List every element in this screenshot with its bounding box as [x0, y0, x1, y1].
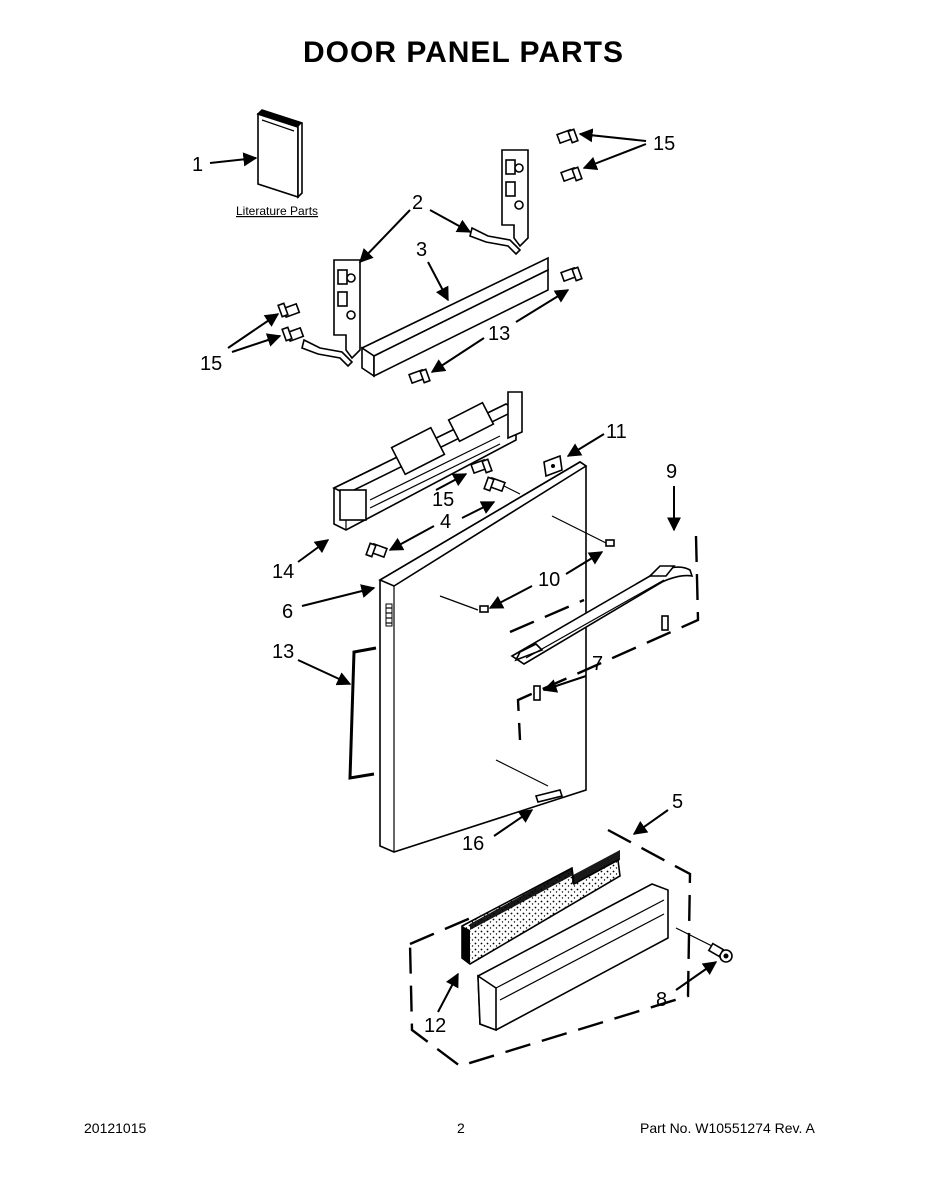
handle-assembly — [509, 535, 700, 741]
callout-11: 11 — [606, 421, 627, 443]
callout-14: 14 — [272, 561, 294, 583]
callout-15-top: 15 — [653, 133, 675, 155]
small-clip — [543, 454, 563, 478]
door-gasket-strip — [348, 646, 377, 780]
callout-12: 12 — [424, 1015, 446, 1037]
footer-date: 20121015 — [84, 1120, 147, 1136]
literature-booklet — [256, 109, 303, 199]
channel-bar — [360, 256, 549, 378]
screw-4-lower — [365, 542, 388, 559]
callout-6: 6 — [282, 601, 293, 623]
callout-5: 5 — [672, 791, 683, 813]
handle-screw-7-lower — [533, 685, 541, 701]
screw-13-right — [560, 266, 583, 283]
screw-13-left — [408, 368, 431, 385]
screw-15-top-2 — [560, 166, 583, 183]
foam-insulation — [461, 850, 621, 965]
screw-15-module — [470, 458, 493, 475]
callout-1: 1 — [192, 154, 203, 176]
footer-page-number: 2 — [457, 1120, 465, 1136]
footer-part-number: Part No. W10551274 Rev. A — [640, 1120, 815, 1136]
hinge-bracket-left — [301, 259, 361, 368]
callout-8: 8 — [656, 989, 667, 1011]
screw-15-left-1 — [277, 302, 301, 319]
callout-9: 9 — [666, 461, 677, 483]
callout-4: 4 — [440, 511, 451, 533]
hinge-bracket-right — [469, 149, 529, 256]
callout-15-module: 15 — [432, 489, 454, 511]
screw-15-left-2 — [281, 326, 305, 343]
callout-3: 3 — [416, 239, 427, 261]
callout-16: 16 — [462, 833, 484, 855]
vent-slots — [385, 603, 393, 627]
leader-lines — [209, 128, 718, 1013]
callout-7: 7 — [592, 653, 603, 675]
callout-15-left: 15 — [200, 353, 222, 375]
callout-13-lower: 13 — [272, 641, 294, 663]
stud-10-upper — [605, 539, 615, 547]
callout-10: 10 — [538, 569, 560, 591]
screw-15-top-1 — [556, 128, 579, 145]
lower-panel-assembly — [408, 828, 692, 1068]
callout-numbers: 1 2 3 15 15 13 11 9 15 4 14 6 10 13 7 5 … — [192, 133, 683, 1037]
callout-2: 2 — [412, 192, 423, 214]
handle-screw-7-upper — [661, 615, 669, 631]
control-module — [332, 391, 523, 531]
page-title: DOOR PANEL PARTS — [302, 36, 625, 69]
callout-13-upper: 13 — [488, 323, 510, 345]
door-panel — [378, 461, 609, 853]
lower-panel-screw — [675, 927, 733, 963]
stud-10-lower — [479, 605, 489, 613]
door-strip — [534, 789, 564, 803]
literature-parts-label: Literature Parts — [236, 204, 318, 218]
screw-4-upper — [483, 476, 506, 493]
